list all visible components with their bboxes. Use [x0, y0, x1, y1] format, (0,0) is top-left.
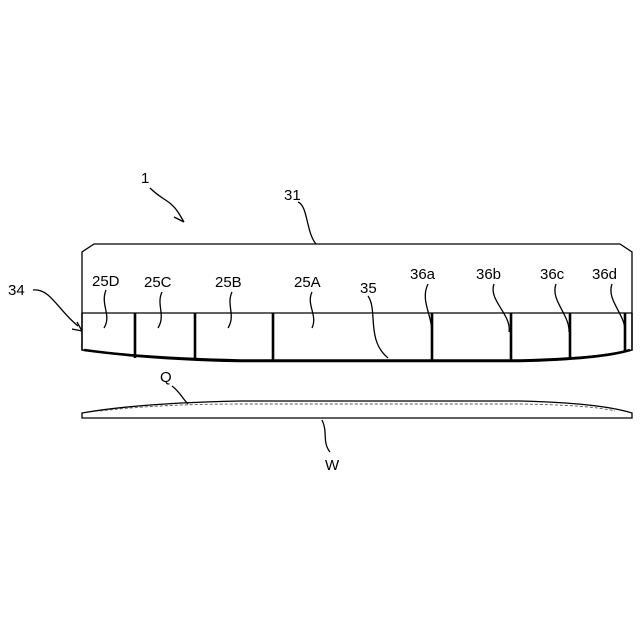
partition-36b-label: 36b	[476, 266, 501, 283]
arrow-head-side	[72, 322, 82, 331]
leader-assembly	[150, 188, 178, 212]
zone-25c-label: 25C	[144, 274, 172, 291]
partition-36a-label: 36a	[410, 266, 436, 283]
zone-25b-label: 25B	[215, 274, 242, 291]
top-plate-label: 31	[284, 187, 301, 204]
partition-36c-label: 36c	[540, 266, 565, 283]
zone-25a-label: 25A	[294, 274, 321, 291]
arrow-head-assembly	[174, 212, 184, 222]
leader-top-plate	[298, 202, 316, 244]
surface-label: Q	[160, 369, 172, 386]
side-label: 34	[8, 282, 25, 299]
partition-36d-label: 36d	[592, 266, 617, 283]
membrane-label: 35	[360, 280, 377, 297]
zone-25d-label: 25D	[92, 273, 120, 290]
wafer-label: W	[325, 457, 340, 474]
leader-surface	[172, 386, 188, 404]
membrane-body-outline	[82, 313, 632, 360]
assembly-label: 1	[141, 170, 149, 187]
leader-side	[33, 290, 78, 326]
leader-wafer	[322, 420, 330, 452]
